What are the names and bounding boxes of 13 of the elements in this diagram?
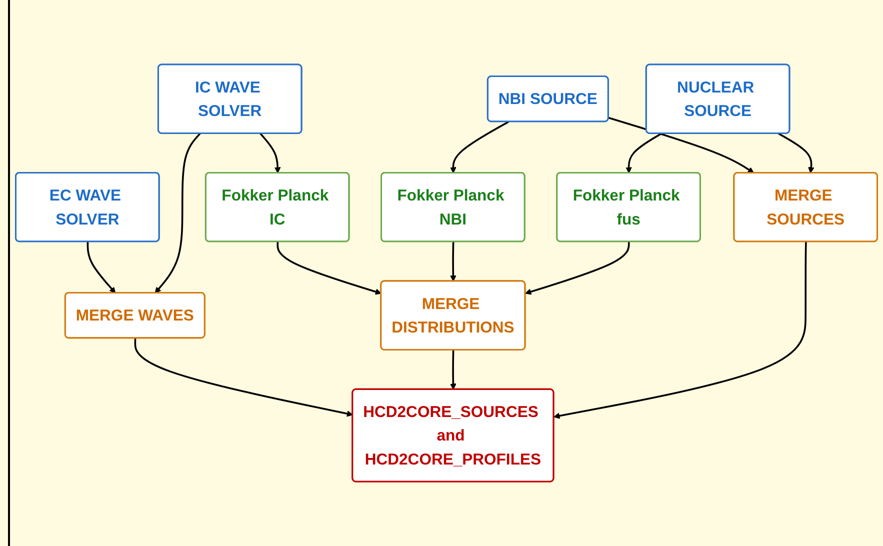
arrow [260, 133, 281, 174]
arrow [778, 132, 814, 174]
arrow [525, 242, 630, 295]
arrow [554, 242, 807, 419]
arrow [626, 132, 662, 174]
arrow [608, 116, 754, 174]
arrow [450, 120, 510, 174]
arrow [134, 338, 354, 417]
arrow [154, 133, 201, 294]
arrow [276, 242, 382, 295]
arrow [86, 242, 116, 294]
arrow [450, 242, 456, 282]
arrow [450, 350, 456, 390]
